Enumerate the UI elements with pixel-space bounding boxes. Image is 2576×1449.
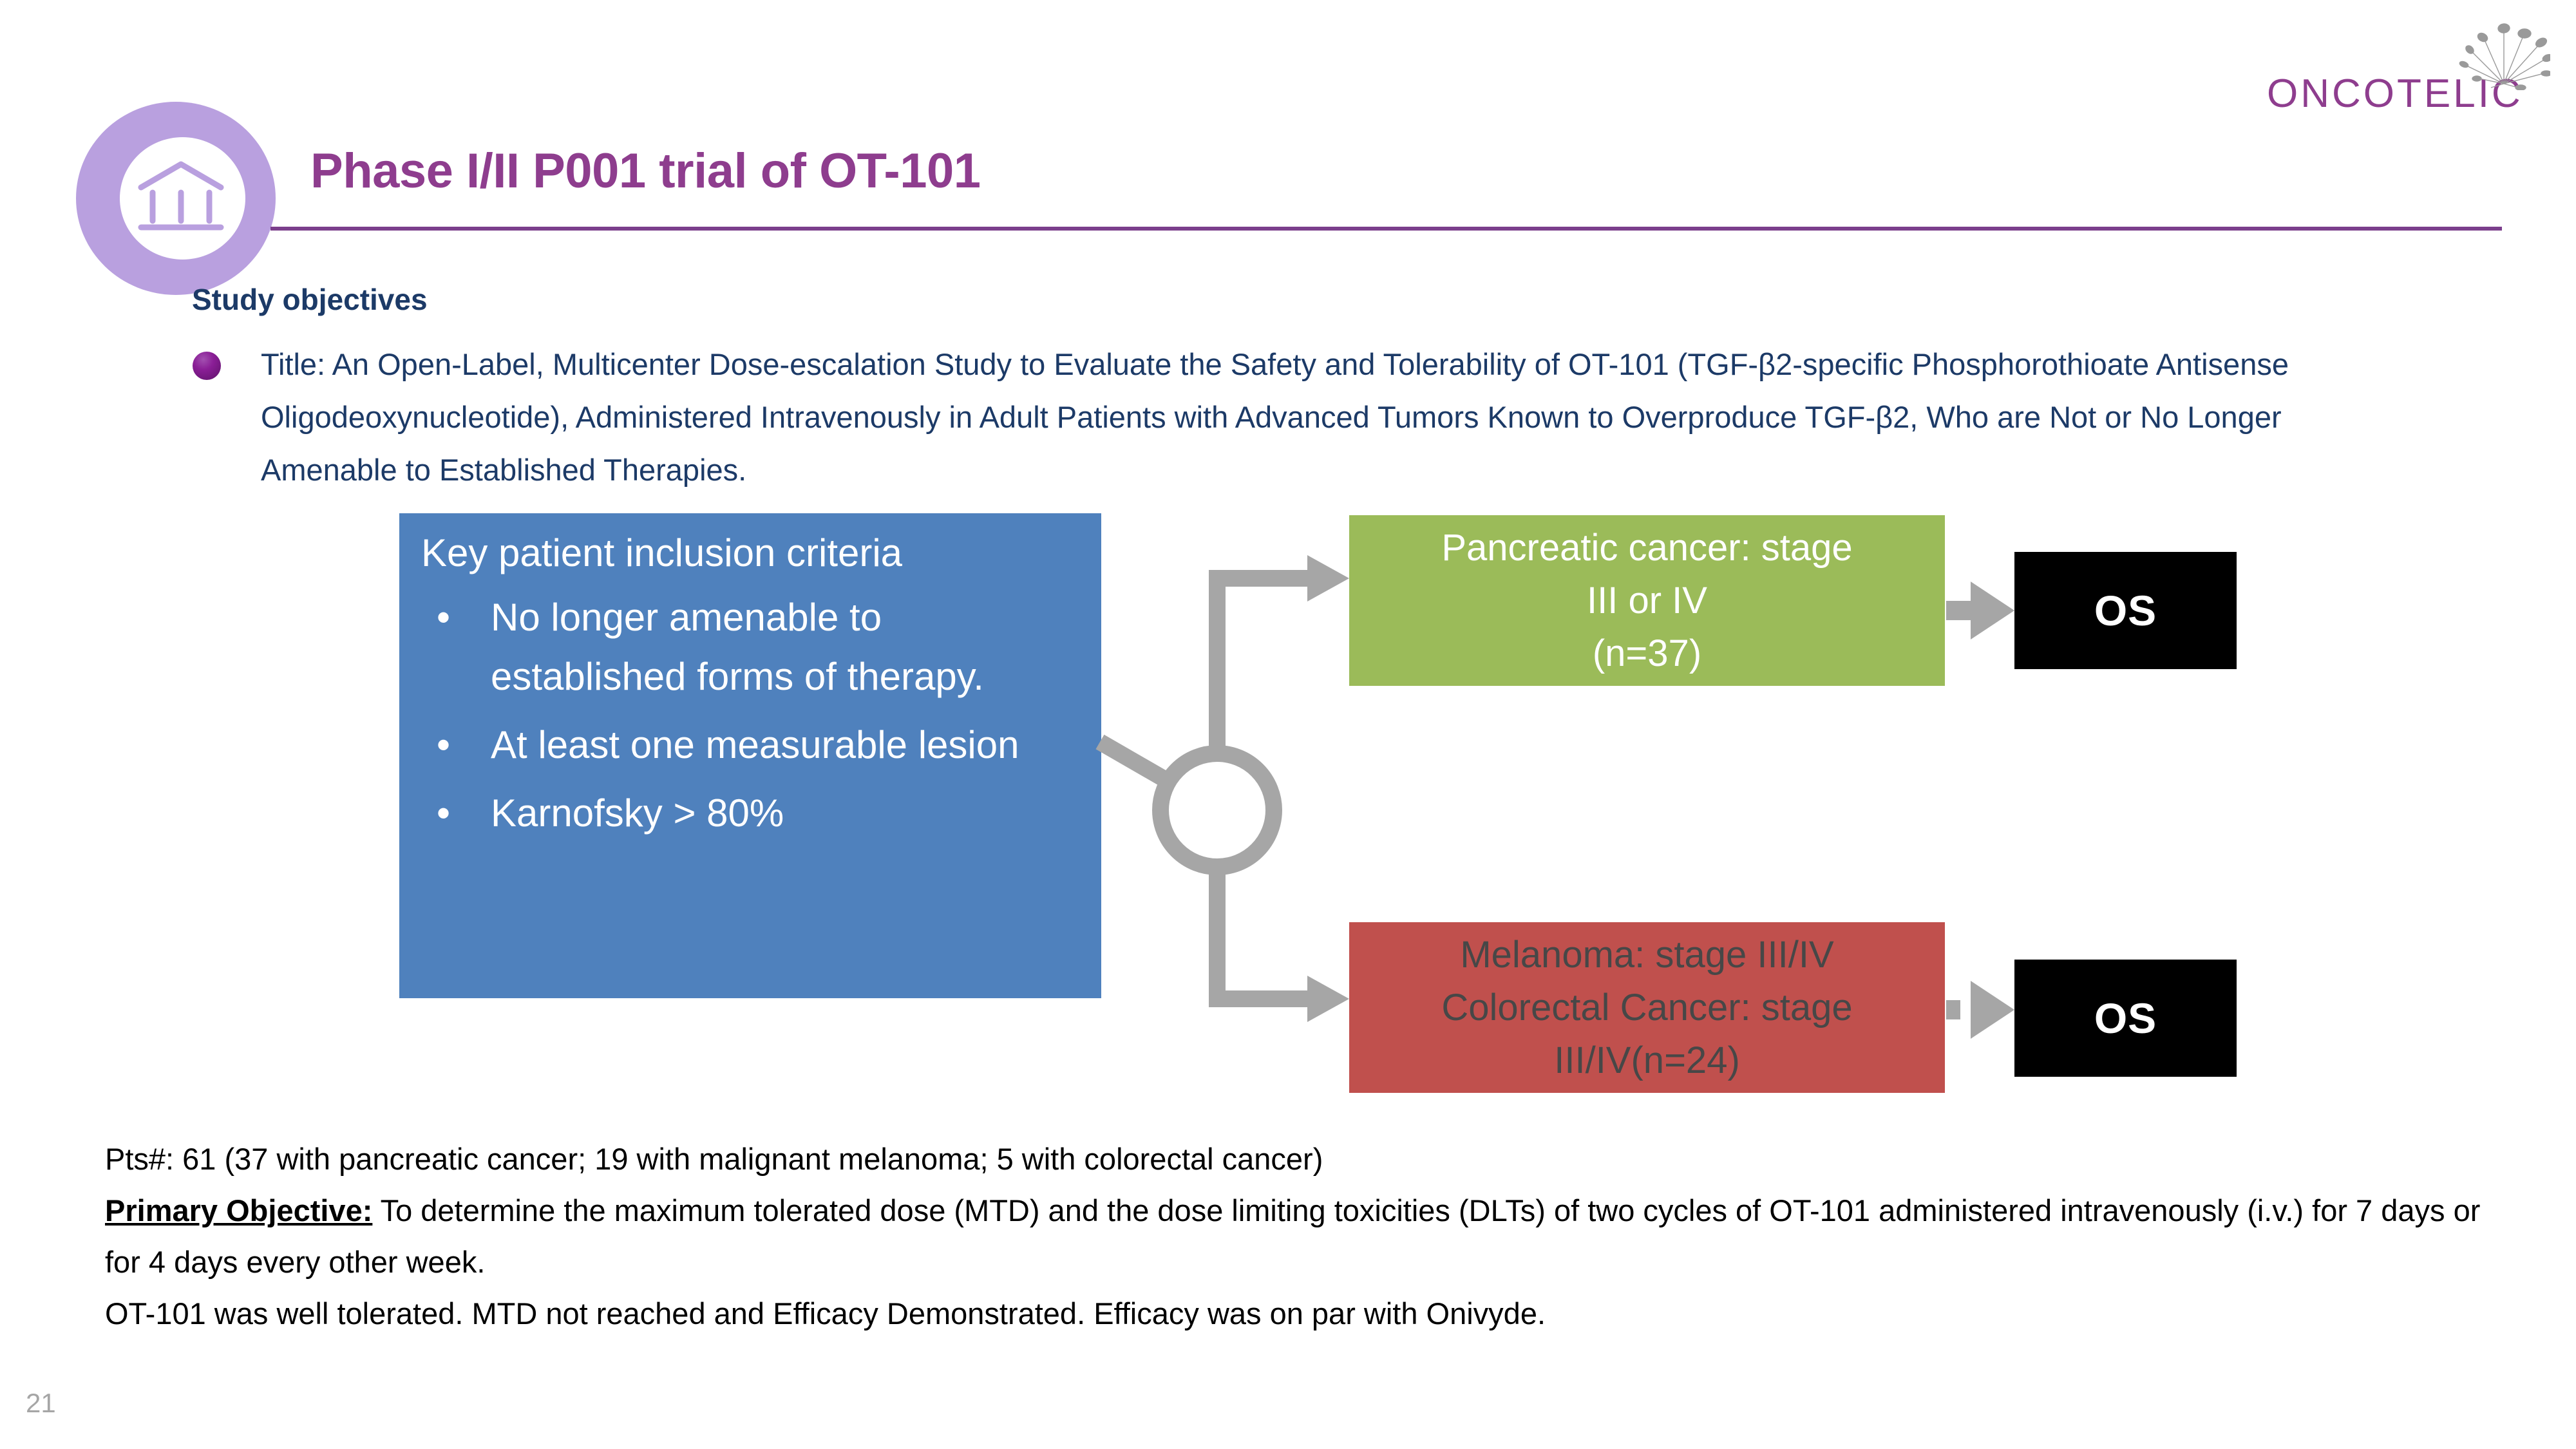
arm-line: Pancreatic cancer: stage (1441, 526, 1853, 569)
title-divider (270, 227, 2502, 231)
inclusion-box-title: Key patient inclusion criteria (421, 531, 903, 574)
arrowhead-os-bottom (1971, 981, 2014, 1039)
footer-paragraph: Pts#: 61 (37 with pancreatic cancer; 19 … (105, 1133, 2488, 1340)
arm-line: Colorectal Cancer: stage (1441, 986, 1853, 1028)
arm-line: III or IV (1587, 579, 1707, 621)
connector-blue-to-splitter (1095, 734, 1171, 788)
arm-line: III/IV(n=24) (1554, 1039, 1740, 1081)
os-label: OS (2094, 587, 2157, 634)
os-label: OS (2094, 994, 2157, 1042)
study-title-paragraph: Title: An Open-Label, Multicenter Dose-e… (261, 347, 2289, 487)
footer-line-primary-objective: Primary Objective: To determine the maxi… (105, 1185, 2488, 1288)
primary-objective-label: Primary Objective: (105, 1193, 373, 1227)
splitter-circle (1152, 745, 1282, 875)
bullet-sphere-icon (193, 352, 221, 380)
footer-line-tolerability: OT-101 was well tolerated. MTD not reach… (105, 1296, 1546, 1331)
inclusion-criteria-list: No longer amenable to established forms … (421, 588, 1079, 843)
endpoint-os-box-bottom: OS (2014, 960, 2237, 1077)
arm-line: Melanoma: stage III/IV (1460, 933, 1834, 976)
footer-line-patients: Pts#: 61 (37 with pancreatic cancer; 19 … (105, 1142, 1323, 1176)
dandelion-burst-icon (2459, 23, 2550, 90)
key-inclusion-criteria-box: Key patient inclusion criteria No longer… (399, 513, 1101, 998)
arm-pancreatic-cancer-box: Pancreatic cancer: stage III or IV (n=37… (1349, 515, 1945, 686)
list-item: Karnofsky > 80% (421, 784, 1079, 843)
section-heading-study-objectives: Study objectives (192, 283, 428, 316)
arm-line: (n=37) (1592, 632, 1702, 674)
endpoint-os-box-top: OS (2014, 552, 2237, 669)
connector-splitter-to-melanoma (1209, 867, 1314, 1007)
oncotelic-logo: ONCOTELIC (2235, 19, 2550, 122)
list-item: No longer amenable to established forms … (421, 588, 1079, 706)
arrowhead-pancreatic (1307, 555, 1349, 601)
primary-objective-text: To determine the maximum tolerated dose … (105, 1193, 2481, 1279)
bank-columns-glyph (138, 161, 224, 231)
list-item: At least one measurable lesion (421, 715, 1079, 775)
arm-melanoma-colorectal-box: Melanoma: stage III/IV Colorectal Cancer… (1349, 922, 1945, 1093)
arrowhead-os-top (1971, 582, 2014, 639)
arrowhead-melanoma (1307, 976, 1349, 1022)
page-number: 21 (26, 1388, 56, 1418)
institution-building-icon (76, 102, 276, 295)
connector-splitter-to-pancreatic (1209, 570, 1314, 753)
page-title: Phase I/II P001 trial of OT-101 (310, 144, 981, 198)
